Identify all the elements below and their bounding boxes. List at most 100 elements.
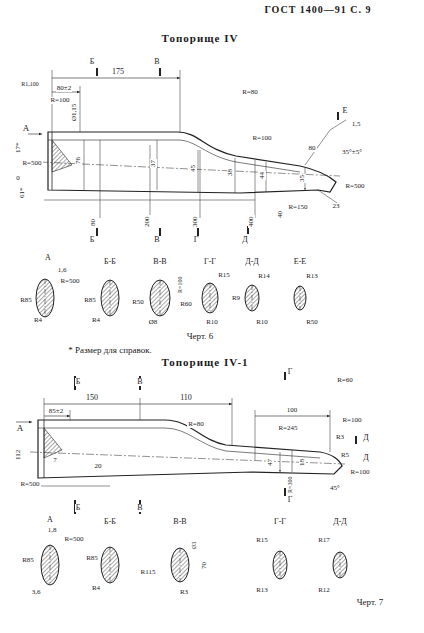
dimension-label: 0: [15, 175, 21, 182]
dimension-label: 37: [150, 159, 157, 168]
dimension-label: 18: [299, 458, 306, 467]
dimension-label: Е: [342, 107, 349, 115]
dimension-label: 80: [90, 218, 97, 227]
dimension-label: R14: [257, 273, 271, 280]
dimension-label: Г: [287, 368, 294, 376]
dimension-label: R=100: [349, 469, 370, 476]
dimension-label: R10: [255, 319, 269, 326]
dimension-label: R=150: [287, 204, 308, 211]
dimension-label: R=245: [277, 425, 298, 432]
dimension-label: R9: [231, 295, 241, 302]
dimension-label: 23: [332, 203, 341, 210]
dimension-label: R=500: [21, 160, 42, 167]
dimension-label: 80: [308, 145, 317, 152]
dimension-label: R=500: [344, 183, 365, 190]
dimension-label: Ø1,15: [71, 102, 78, 121]
dimension-label: А: [44, 254, 52, 262]
dimension-label: R15: [217, 272, 231, 279]
dimension-label: R=60: [336, 377, 354, 384]
dimension-label: В: [153, 236, 160, 244]
dimension-label: 35°±5°: [341, 149, 363, 156]
dimension-label: R=100: [49, 97, 70, 104]
dimension-label: R50: [305, 319, 319, 326]
dimension-label: R10: [205, 319, 219, 326]
dimension-label: Б: [89, 236, 96, 244]
dimension-label: R13: [255, 587, 269, 594]
dimension-label: 35: [299, 174, 306, 183]
dimension-label: R4: [91, 585, 101, 592]
dimension-label: R115: [140, 569, 157, 576]
dimension-label: R=500: [63, 536, 84, 543]
dimension-label: Черт. 6: [186, 332, 214, 341]
dimension-label: R=100: [177, 276, 183, 294]
dimension-label: 7: [52, 457, 58, 464]
dimension-label: Б: [75, 504, 82, 512]
dimension-label: Б: [75, 378, 82, 386]
dimension-label: 1,5: [351, 121, 362, 128]
dimension-label: R3: [335, 434, 345, 441]
dimension-label: В: [136, 504, 143, 512]
dimension-label: R=80: [187, 421, 205, 428]
dimension-label: R85: [19, 297, 33, 304]
heading: ГОСТ 1400—91 С. 9: [263, 5, 372, 15]
dimension-label: 45: [190, 164, 197, 173]
dimension-label: R1,100: [20, 81, 40, 87]
dimension-label: R60: [179, 301, 193, 308]
dimension-label: R=80: [241, 89, 259, 96]
dimension-label: Ø8: [148, 319, 159, 326]
dimension-label: R=100: [251, 135, 272, 142]
dimension-label: А: [46, 516, 54, 524]
dimension-label: В-В: [172, 518, 187, 526]
dimension-label: А: [22, 124, 31, 133]
dimension-label: * Размер для справок.: [67, 346, 153, 355]
dimension-label: R=500: [19, 481, 40, 488]
dimension-label: 200: [144, 216, 151, 229]
dimension-label: 20: [94, 463, 103, 470]
dimension-label: 44: [259, 171, 266, 180]
dimension-label: 85±2: [48, 408, 64, 415]
dimension-label: Д-Д: [332, 518, 348, 526]
dimension-label: Б-Б: [103, 518, 117, 526]
dimension-label: Г-Г: [273, 518, 287, 526]
dimension-label: Д-Д: [244, 258, 260, 266]
dimension-label: Г-Г: [203, 258, 217, 266]
dimension-label: Г: [193, 236, 200, 244]
dimension-label: R4: [33, 317, 43, 324]
dimension-label: R=100: [341, 417, 362, 424]
dimension-label: 80±2: [56, 85, 72, 92]
dimension-label: 47: [267, 458, 274, 467]
dimension-label: Е-Е: [293, 258, 307, 266]
dimension-label: 175: [111, 68, 125, 76]
heading: Топорище IV: [161, 33, 240, 44]
dimension-label: R5: [340, 452, 350, 459]
dimension-label: R17: [317, 537, 331, 544]
handle-iv-1: [16, 372, 356, 514]
dimension-label: 400: [248, 216, 255, 229]
dimension-label: 17*: [15, 142, 22, 155]
dimension-label: 38: [227, 168, 234, 177]
dimension-label: 76: [75, 156, 82, 165]
dimension-label: 61*: [19, 187, 26, 200]
dimension-label: R85: [83, 297, 97, 304]
dimension-label: 45°: [329, 485, 341, 492]
dimension-label: В: [136, 378, 143, 386]
dimension-label: 1,6: [57, 267, 68, 274]
dimension-label: R15: [255, 537, 269, 544]
dimension-label: Г: [287, 496, 294, 504]
dimension-label: 40: [277, 210, 284, 219]
dimension-label: R=500: [59, 278, 80, 285]
dimension-label: R=300: [287, 476, 293, 494]
dimension-label: В: [153, 58, 160, 66]
dimension-label: 70: [201, 561, 208, 570]
dimension-label: R4: [91, 317, 101, 324]
dimension-label: R13: [305, 273, 319, 280]
dimension-label: R3: [179, 589, 189, 596]
dimension-label: Д: [362, 434, 369, 442]
dimension-label: Б: [89, 58, 96, 66]
dimension-label: R50: [131, 299, 145, 306]
dimension-label: Д: [241, 236, 248, 244]
sections-iv: [36, 279, 306, 317]
sections-iv-1: [41, 545, 347, 585]
dimension-label: Ø3: [191, 540, 197, 549]
